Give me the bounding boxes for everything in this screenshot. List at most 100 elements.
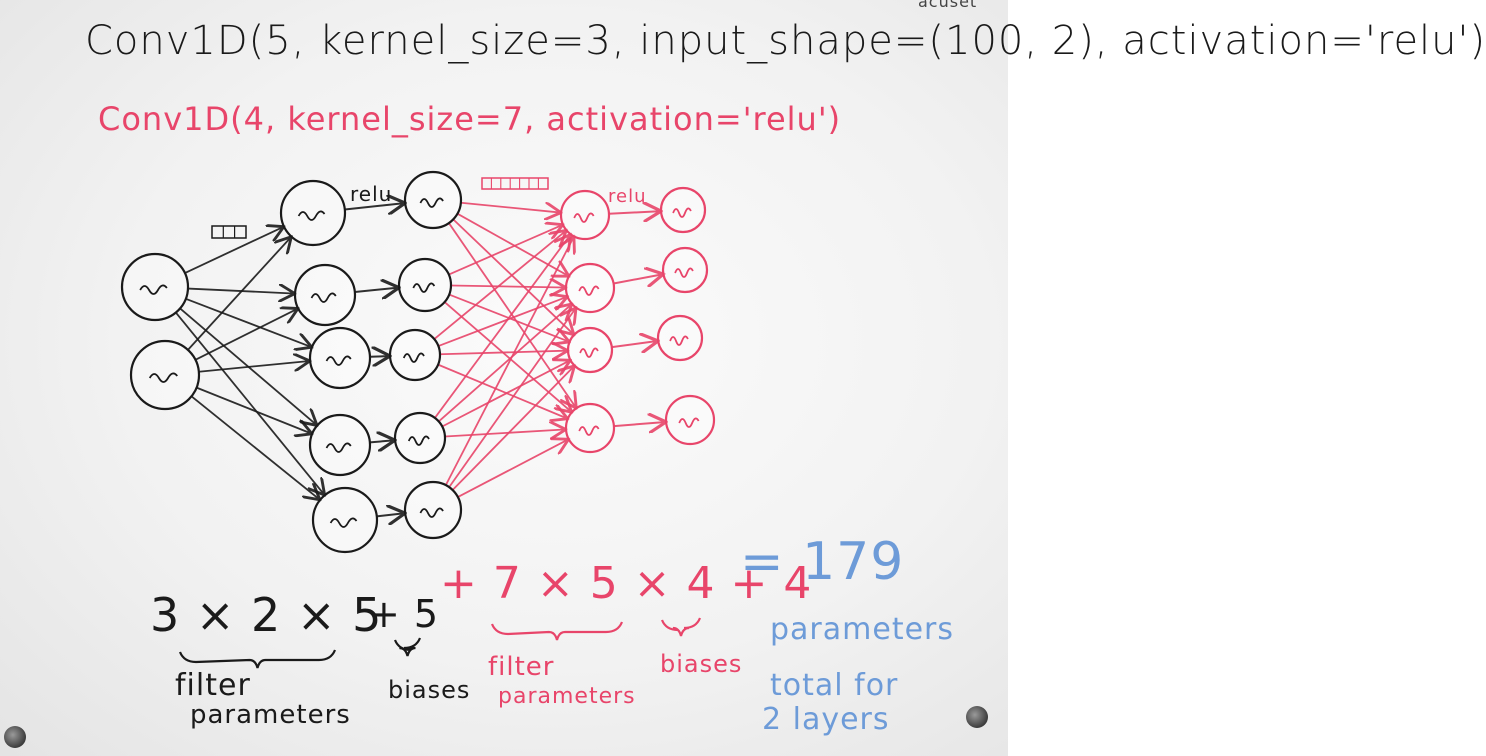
activation-squiggle [674,267,694,278]
edge-input-to-conv1 [198,361,308,373]
conv1-node [308,413,372,477]
equation-layer-2-terms: + 7 × 5 × 4 + 4 [440,558,813,609]
edge-input-to-conv1 [185,297,310,347]
label-parameters-2: parameters [498,684,636,709]
label-two-layers: 2 layers [762,702,890,737]
relu-label-layer-1: relu [350,182,393,206]
edge-layer1-to-conv2 [448,225,561,276]
edge-layer1-to-conv2 [438,297,565,347]
edge-relu-1 [376,513,403,516]
activation-squiggle [297,210,326,221]
edge-layer1-to-conv2 [451,367,574,491]
activation-squiggle [407,435,430,446]
conv1-node [311,486,379,554]
edge-relu-1 [344,203,403,209]
kernel-box-layer-2 [481,177,549,190]
conv1-relu-node [393,411,447,465]
input-node [129,339,201,411]
label-biases-2: biases [660,650,743,678]
edge-layer1-to-conv2 [433,232,565,340]
activation-squiggle [669,335,689,346]
edge-layer1-to-conv2 [437,363,566,418]
edge-layer1-to-conv2 [448,309,575,488]
label-filter-1: filter [175,668,251,703]
activation-squiggle [419,507,444,518]
conv2-relu-node [661,246,709,294]
edge-input-to-conv1 [195,309,296,361]
equation-result: = 179 [740,532,905,592]
label-biases-1: biases [388,676,471,704]
edge-relu-2 [613,422,664,426]
edge-relu-2 [613,274,662,283]
edge-layer1-to-conv2 [456,212,567,276]
edge-input-to-conv1 [187,238,290,351]
mounting-screw [4,726,26,748]
conv1-relu-node [403,170,463,230]
edge-input-to-conv1 [190,395,318,498]
edge-layer1-to-conv2 [441,361,568,428]
equation-filter-params-1: 3 × 2 × 5 [150,588,383,642]
kernel-box-layer-1 [211,225,247,239]
activation-squiggle [148,372,178,383]
conv2-relu-node [656,314,704,362]
underbrace-biases-1 [393,637,422,657]
edge-input-to-conv1 [187,289,293,294]
activation-squiggle [325,355,352,366]
activation-squiggle [578,425,600,436]
conv1-relu-node [388,328,442,382]
underbrace-biases-2 [660,617,702,637]
corner-text: acuset [918,0,978,11]
activation-squiggle [419,197,444,208]
activation-squiggle [672,207,692,218]
edge-layer1-to-conv2 [452,218,572,333]
edge-layer1-to-conv2 [444,301,571,411]
activation-squiggle [325,442,352,453]
conv2-node [566,326,614,374]
conv2-node [564,262,616,314]
edge-input-to-conv1 [175,312,324,494]
activation-squiggle [573,212,595,223]
activation-squiggle [139,284,168,295]
edge-layer1-to-conv2 [445,238,573,486]
edge-layer1-to-conv2 [444,430,564,437]
activation-squiggle [402,352,425,363]
conv2-relu-node [664,394,716,446]
edge-layer1-to-conv2 [450,285,564,287]
activation-squiggle [329,517,358,528]
label-parameters-1: parameters [190,700,351,730]
conv2-node [559,189,611,241]
edge-layer1-to-conv2 [434,236,570,419]
activation-squiggle [678,417,700,428]
conv1-node [293,263,357,327]
edge-relu-2 [611,341,656,347]
relu-label-layer-2: relu [608,186,647,207]
conv1-node [308,326,372,390]
equation-biases-1: + 5 [368,592,440,636]
edge-layer1-to-conv2 [438,305,571,423]
conv1-node [279,179,347,247]
label-filter-2: filter [488,652,555,682]
edge-layer1-to-conv2 [457,440,567,498]
edge-relu-2 [608,211,659,214]
activation-squiggle [578,285,600,296]
mounting-screw [966,706,988,728]
activation-squiggle [310,292,337,303]
underbrace-filter-2 [490,621,624,641]
edge-input-to-conv1 [184,227,282,274]
conv1d-layer-1-code: Conv1D(5, kernel_size=3, input_shape=(10… [85,18,1486,64]
conv2-node [564,402,616,454]
conv1d-layer-2-code: Conv1D(4, kernel_size=7, activation='rel… [98,100,842,138]
conv1-relu-node [403,480,463,540]
neural-network-diagram [120,170,716,669]
conv2-relu-node [659,186,707,234]
edge-relu-1 [354,288,397,292]
conv1-relu-node [397,257,453,313]
edge-relu-1 [369,356,388,357]
label-total-for: total for [770,668,899,703]
activation-squiggle [579,347,599,358]
edge-relu-1 [369,440,393,442]
activation-squiggle [412,282,436,293]
underbrace-filter-1 [178,649,337,669]
edge-layer1-to-conv2 [460,201,559,213]
